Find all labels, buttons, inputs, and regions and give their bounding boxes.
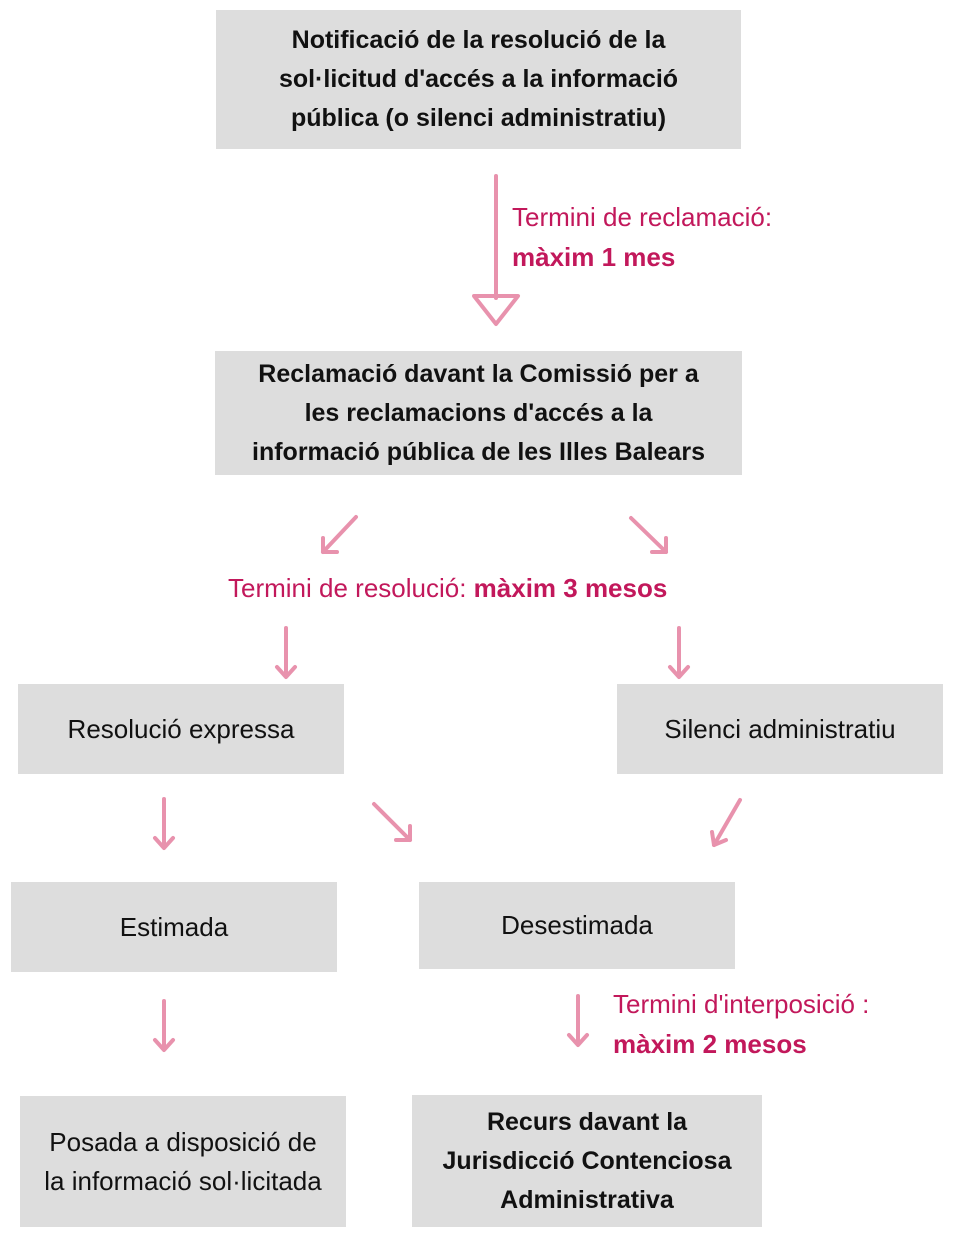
node-express-resolution: Resolució expressa: [18, 684, 344, 774]
arrow-to-silence: [668, 626, 690, 679]
label-filing-term: Termini d'interposició : màxim 2 mesos: [613, 984, 869, 1064]
node-info-provided: Posada a disposició de la informació sol…: [20, 1096, 346, 1227]
label-claim-term-value: màxim 1 mes: [512, 242, 676, 272]
arrow-upheld-to-info: [153, 999, 175, 1052]
label-filing-term-text: Termini d'interposició :: [613, 989, 870, 1019]
arrow-notification-to-claim: [472, 174, 520, 326]
node-notification-line-2: sol·licitud d'accés a la informació: [278, 65, 679, 93]
node-dismissed-label: Desestimada: [501, 910, 653, 940]
node-upheld: Estimada: [11, 882, 337, 972]
arrow-claim-left: [321, 515, 358, 554]
arrow-claim-right: [629, 516, 668, 554]
node-appeal: Recurs davant la Jurisdicció Contenciosa…: [412, 1095, 762, 1227]
label-resolution-term-text: Termini de resolució:: [228, 573, 474, 603]
node-notification-line-3: pública (o silenci administratiu): [290, 104, 667, 132]
label-filing-term-value: màxim 2 mesos: [613, 1029, 807, 1059]
node-admin-silence: Silenci administratiu: [617, 684, 943, 774]
node-claim-line-1: Reclamació davant la Comissió per a: [258, 359, 699, 388]
node-notification: Notificació de la resolució de la sol·li…: [216, 10, 741, 149]
node-appeal-line-1: Recurs davant la: [486, 1107, 688, 1136]
node-express-resolution-label: Resolució expressa: [67, 713, 295, 744]
node-appeal-line-3: Administrativa: [500, 1185, 674, 1214]
node-claim-line-3: informació pública de les Illes Balears: [252, 437, 705, 466]
arrow-silence-to-dismissed: [710, 798, 742, 847]
node-notification-line-1: Notificació de la resolució de la: [291, 26, 666, 54]
label-claim-term: Termini de reclamació: màxim 1 mes: [512, 197, 772, 277]
node-admin-silence-label: Silenci administratiu: [664, 713, 896, 744]
label-claim-term-text: Termini de reclamació:: [512, 202, 773, 232]
label-resolution-term: Termini de resolució: màxim 3 mesos: [228, 568, 667, 608]
arrow-to-express: [275, 626, 297, 679]
arrow-dismissed-to-appeal: [567, 994, 589, 1047]
node-info-provided-line-1: Posada a disposició de: [49, 1126, 317, 1157]
label-resolution-term-value: màxim 3 mesos: [473, 573, 668, 603]
node-info-provided-line-2: la informació sol·licitada: [44, 1165, 322, 1196]
node-dismissed: Desestimada: [419, 882, 735, 969]
node-claim: Reclamació davant la Comissió per a les …: [215, 351, 742, 475]
node-claim-line-2: les reclamacions d'accés a la: [304, 398, 653, 427]
arrow-express-to-upheld: [153, 797, 175, 850]
node-upheld-label: Estimada: [119, 911, 229, 942]
node-appeal-line-2: Jurisdicció Contenciosa: [442, 1146, 732, 1175]
arrow-express-to-dismissed: [372, 802, 412, 842]
